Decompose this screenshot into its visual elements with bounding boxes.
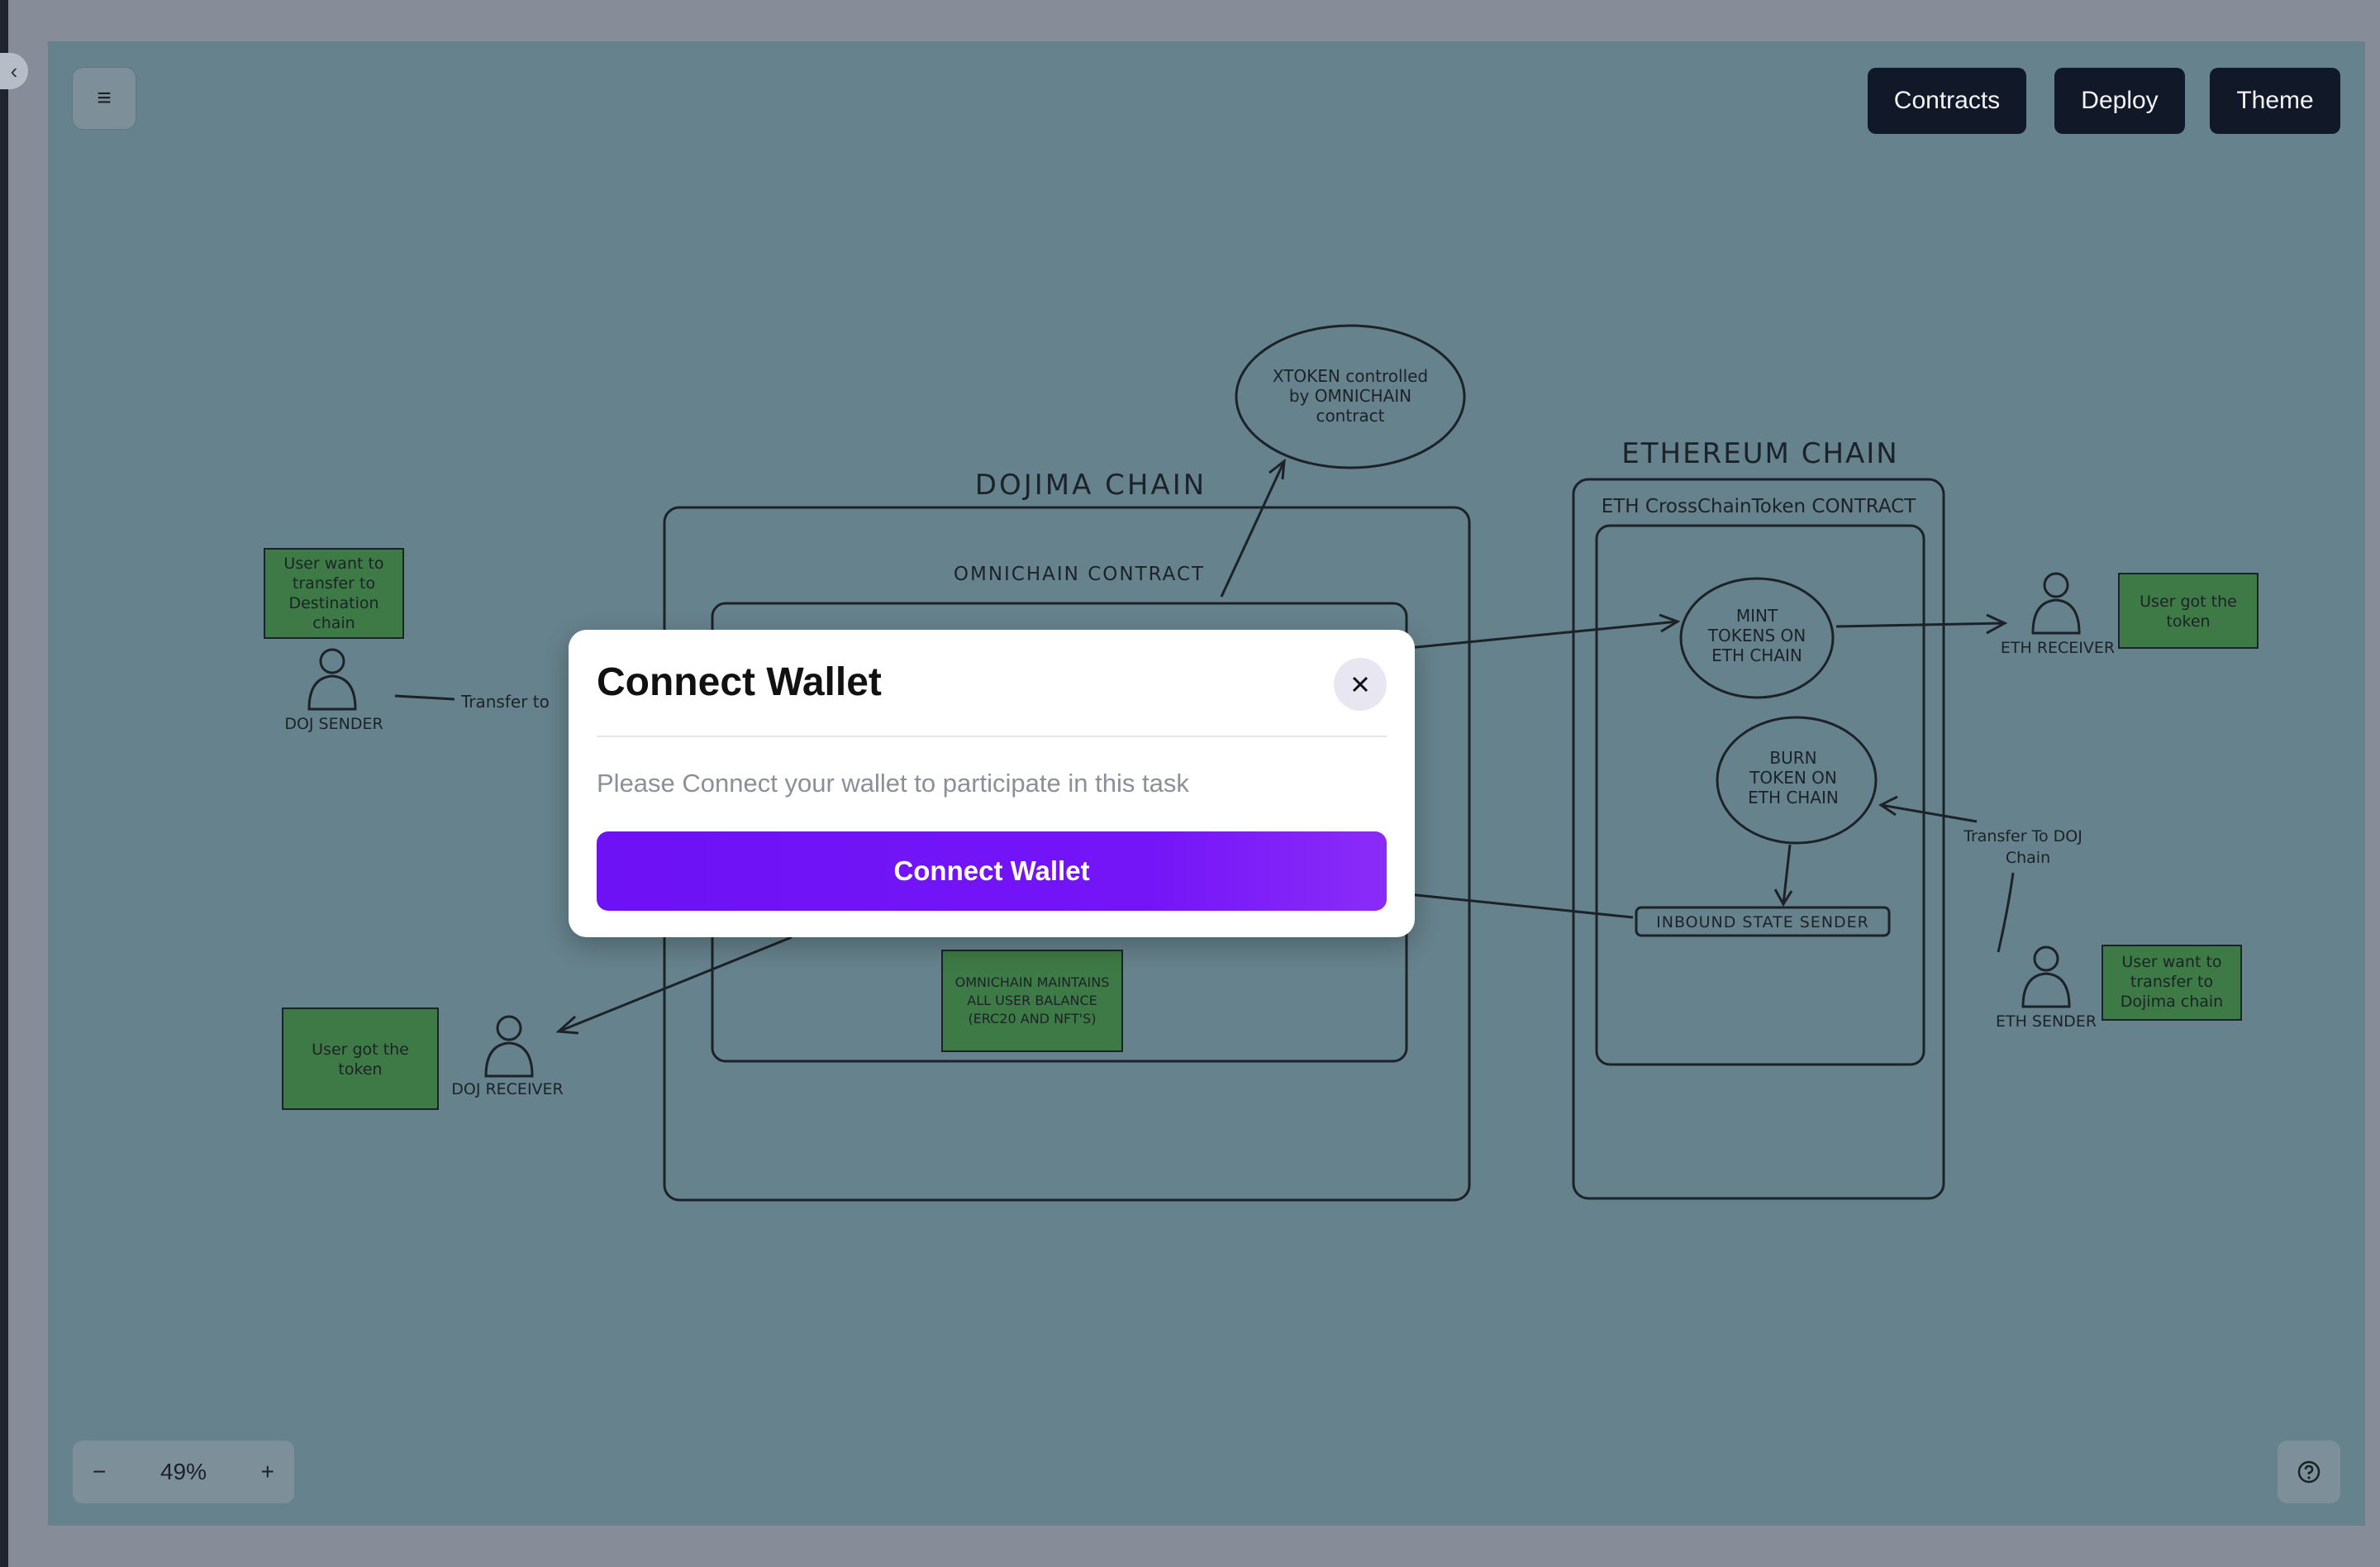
theme-button[interactable]: Theme	[2210, 68, 2340, 134]
menu-button[interactable]: ≡	[73, 68, 136, 129]
omnichain-balance-line-1: OMNICHAIN MAINTAINS	[955, 974, 1110, 990]
eth-contract-box	[1595, 524, 1925, 1066]
modal-close-button[interactable]	[1334, 658, 1387, 711]
burn-line-3: ETH CHAIN	[1748, 788, 1839, 807]
close-icon	[1352, 676, 1368, 693]
connect-wallet-modal: Connect Wallet Please Connect your walle…	[569, 630, 1415, 937]
arrowhead-xtoken	[1269, 458, 1286, 480]
inbound-state-sender-label: INBOUND STATE SENDER	[1656, 913, 1869, 931]
sender-to-transfer-line	[394, 694, 455, 701]
eth-sender-to-transfer-line	[1997, 872, 2015, 953]
xtoken-line-2: by OMNICHAIN	[1289, 386, 1411, 406]
burn-line-1: BURN	[1769, 748, 1816, 768]
doj-sender-note-line-4: chain	[312, 614, 355, 632]
doj-receiver-note-line-2: token	[338, 1060, 382, 1079]
mint-to-receiver-arrow	[1835, 622, 2006, 628]
doj-sender-note	[264, 548, 404, 639]
modal-message: Please Connect your wallet to participat…	[597, 769, 1189, 798]
eth-sender-note-line-1: User want to	[2121, 953, 2221, 971]
transfer-to-burn-arrow	[1880, 803, 1978, 823]
xtoken-line-3: contract	[1316, 406, 1384, 426]
architecture-diagram: DOJIMA CHAIN OMNICHAIN CONTRACT XTOKEN c…	[264, 324, 2259, 1202]
eth-receiver-person-icon	[2031, 572, 2081, 635]
ethereum-chain-box	[1572, 478, 1945, 1200]
arrowhead-mint	[1659, 613, 1681, 633]
mint-line-3: ETH CHAIN	[1711, 645, 1802, 665]
deploy-button[interactable]: Deploy	[2054, 68, 2185, 134]
doj-sender-note-line-3: Destination	[288, 594, 378, 612]
omnichain-to-doj-receiver-arrow	[558, 936, 793, 1033]
doj-sender-person-icon	[307, 648, 357, 711]
left-edge-strip	[0, 0, 8, 1567]
doj-receiver-note	[282, 1007, 439, 1110]
doj-sender-note-line-1: User want to	[283, 555, 383, 573]
collapse-sidebar-button[interactable]: ‹	[0, 53, 28, 89]
arrowhead-inbound	[1773, 888, 1793, 907]
arrow-to-xtoken	[1220, 460, 1286, 598]
whiteboard-canvas[interactable]: DOJIMA CHAIN OMNICHAIN CONTRACT XTOKEN c…	[48, 41, 2365, 1526]
omnichain-balance-line-3: (ERC20 AND NFT'S)	[968, 1011, 1096, 1026]
omnichain-contract-label: OMNICHAIN CONTRACT	[954, 564, 1205, 585]
transfer-to-label: Transfer to	[460, 692, 550, 712]
zoom-level[interactable]: 49%	[159, 1459, 207, 1484]
eth-sender-note-line-3: Dojima chain	[2121, 993, 2223, 1011]
doj-receiver-label: DOJ RECEIVER	[451, 1080, 564, 1098]
connect-wallet-button[interactable]: Connect Wallet	[597, 831, 1387, 911]
eth-sender-note	[2102, 945, 2242, 1021]
transfer-to-doj-line-2: Chain	[2006, 849, 2050, 867]
eth-sender-note-line-2: transfer to	[2130, 973, 2213, 991]
modal-title: Connect Wallet	[597, 660, 882, 704]
zoom-out-button[interactable]: −	[93, 1459, 107, 1484]
eth-receiver-note-line-2: token	[2166, 612, 2210, 631]
eth-receiver-note-line-1: User got the	[2140, 593, 2237, 611]
modal-divider	[597, 736, 1387, 737]
help-circle-icon	[2297, 1460, 2320, 1484]
eth-receiver-label: ETH RECEIVER	[2001, 639, 2115, 657]
eth-sender-label: ETH SENDER	[1996, 1012, 2097, 1031]
xtoken-line-1: XTOKEN controlled	[1273, 366, 1428, 386]
inbound-state-sender-box	[1635, 906, 1891, 937]
mint-line-1: MINT	[1736, 606, 1778, 626]
omnichain-to-mint-arrow	[1407, 620, 1678, 650]
burn-to-inbound-arrow	[1782, 844, 1792, 905]
omnichain-balance-note	[941, 950, 1123, 1052]
contracts-button[interactable]: Contracts	[1868, 68, 2026, 134]
chevron-left-icon: ‹	[10, 58, 18, 83]
inbound-to-omnichain-line	[1407, 893, 1634, 919]
burn-ellipse	[1716, 716, 1878, 845]
xtoken-ellipse	[1235, 324, 1466, 469]
burn-line-2: TOKEN ON	[1749, 768, 1837, 788]
doj-receiver-person-icon	[484, 1015, 534, 1078]
omnichain-balance-line-2: ALL USER BALANCE	[967, 993, 1097, 1008]
transfer-to-doj-line-1: Transfer To DOJ	[1963, 827, 2082, 845]
mint-ellipse	[1679, 577, 1835, 699]
dojima-chain-title: DOJIMA CHAIN	[975, 469, 1207, 502]
arrowhead-receiver	[1986, 613, 2008, 635]
arrowhead-burn	[1878, 795, 1898, 817]
eth-receiver-note	[2118, 573, 2259, 649]
eth-sender-person-icon	[2021, 945, 2071, 1008]
ethereum-chain-title: ETHEREUM CHAIN	[1621, 437, 1898, 470]
eth-contract-label: ETH CrossChainToken CONTRACT	[1602, 496, 1917, 517]
arrowhead-doj-receiver	[555, 1015, 579, 1035]
zoom-in-button[interactable]: +	[260, 1459, 274, 1484]
doj-receiver-note-line-1: User got the	[312, 1041, 409, 1059]
help-button[interactable]	[2278, 1441, 2340, 1503]
zoom-controls: − 49% +	[73, 1441, 294, 1503]
mint-line-2: TOKENS ON	[1707, 626, 1806, 645]
doj-sender-label: DOJ SENDER	[284, 715, 383, 733]
doj-sender-note-line-2: transfer to	[293, 574, 375, 593]
hamburger-icon: ≡	[97, 84, 112, 112]
